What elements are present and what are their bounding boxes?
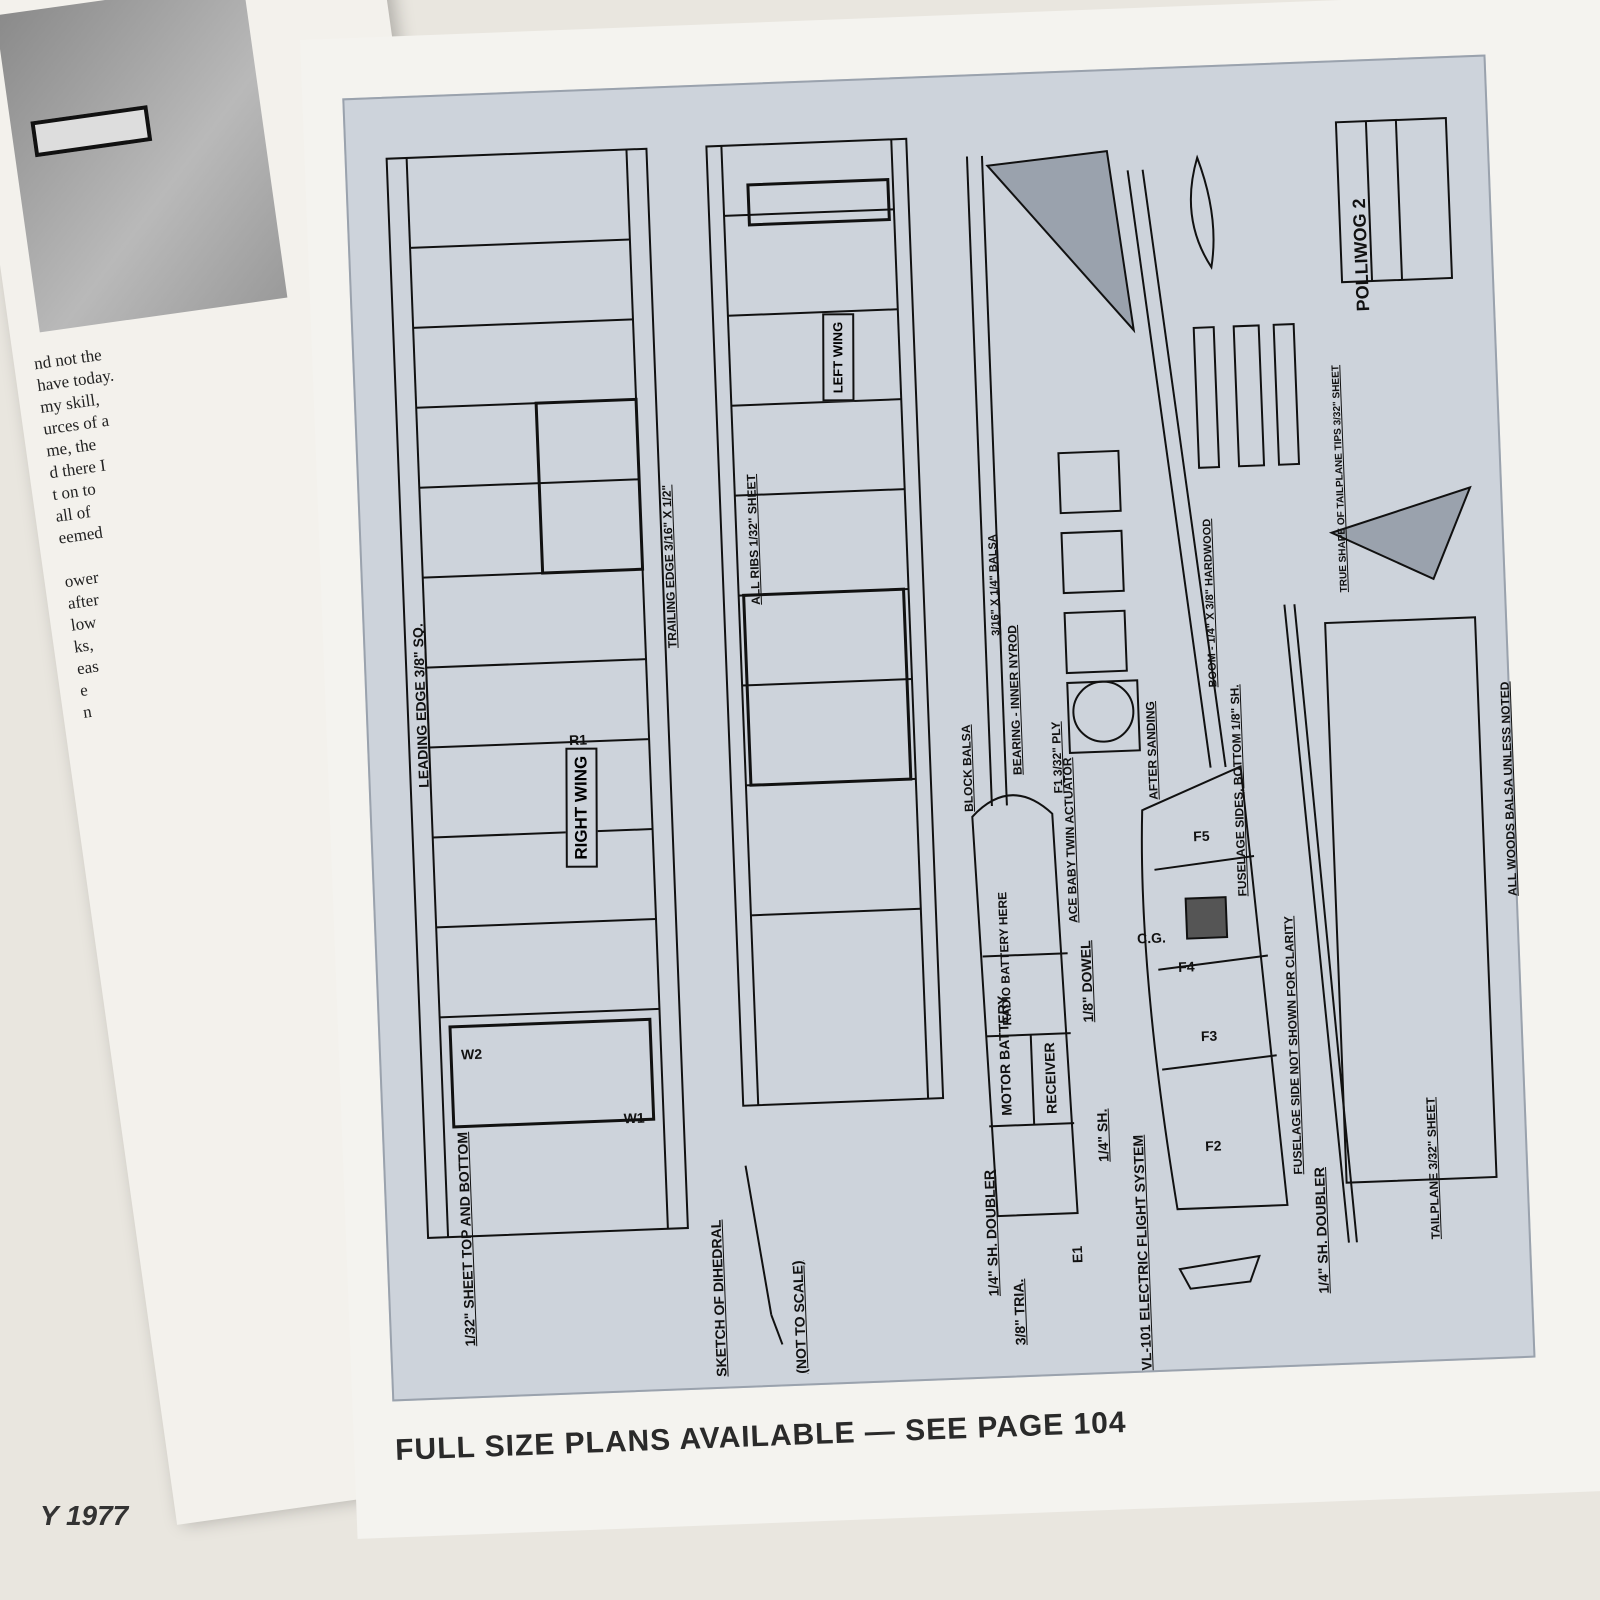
former-f4-label: F4 <box>1177 958 1195 975</box>
right-wing-label: RIGHT WING <box>565 747 598 868</box>
left-wing-label: LEFT WING <box>822 313 855 402</box>
quarter-sheet-label: 1/4" SH. <box>1093 1108 1112 1163</box>
rib-w1-label: W1 <box>623 1109 645 1127</box>
former-f5-label: F5 <box>1192 827 1210 845</box>
issue-date: Y 1977 <box>40 1500 129 1531</box>
polliwog-title: POLLIWOG 2 <box>1348 198 1374 312</box>
right-page: RIGHT WING LEFT WING LEADING EDGE 3/8" S… <box>300 0 1600 1539</box>
rib-w2-label: W2 <box>460 1045 483 1063</box>
tria-label: 3/8" TRIA. <box>1010 1278 1029 1346</box>
plan-drawing: RIGHT WING LEFT WING LEADING EDGE 3/8" S… <box>342 54 1536 1402</box>
cg-label: C.G. <box>1136 929 1167 947</box>
photo-wing-icon <box>30 105 153 158</box>
plan-lines <box>385 117 1498 1345</box>
dowel-label: 1/8" DOWEL <box>1077 940 1097 1023</box>
former-f2-label: F2 <box>1204 1137 1222 1155</box>
model-photo <box>0 0 288 333</box>
receiver-label: RECEIVER <box>1041 1042 1060 1115</box>
rib-r1-label: R1 <box>568 731 588 749</box>
e1-label: E1 <box>1068 1245 1086 1264</box>
f1-ply-label: F1 3/32" PLY <box>1048 721 1066 794</box>
former-f3-label: F3 <box>1200 1027 1218 1045</box>
